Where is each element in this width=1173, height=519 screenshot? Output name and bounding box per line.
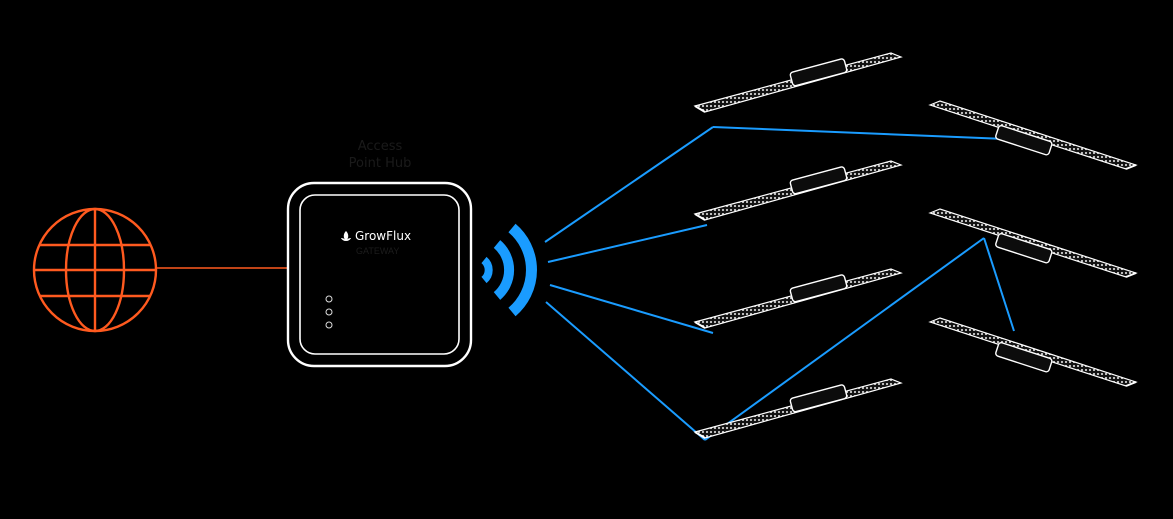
leaf-logo-icon — [341, 231, 351, 241]
light-fixtures — [693, 52, 1138, 439]
light-fixture — [928, 317, 1138, 387]
wireless-mesh-label: Wireless Mesh — [530, 150, 622, 186]
gateway-caption: Access Point Hub — [320, 138, 440, 172]
gateway-hub — [286, 181, 473, 368]
mesh-label-line1: Wireless — [546, 151, 606, 167]
hub-brand: GrowFlux — [340, 229, 450, 243]
fixture-driver-box — [789, 274, 848, 303]
light-fixture — [693, 268, 903, 329]
fixture-driver-box — [789, 384, 848, 413]
mesh-link — [544, 126, 714, 243]
fixture-driver-box — [789, 58, 848, 87]
light-fixture — [928, 208, 1138, 278]
status-led-1 — [325, 295, 333, 303]
light-fixture — [928, 100, 1138, 170]
mesh-link — [549, 284, 714, 334]
light-fixture — [693, 160, 903, 221]
internet-label: Internet — [67, 179, 123, 195]
light-fixture — [693, 378, 903, 439]
fixture-driver-box — [995, 125, 1053, 156]
gateway-caption-line2: Point Hub — [348, 156, 412, 171]
mesh-link — [704, 237, 985, 441]
hub-brand-text: GrowFlux — [355, 229, 412, 243]
status-led-3 — [325, 321, 333, 329]
light-fixture — [693, 52, 903, 113]
mesh-links — [544, 126, 1015, 441]
fixture-driver-box — [789, 166, 848, 195]
fixture-driver-box — [995, 342, 1053, 373]
globe-icon — [32, 207, 158, 333]
hub-sub-text: GATEWAY — [356, 246, 400, 256]
mesh-link — [545, 301, 706, 441]
mesh-link — [712, 126, 1007, 140]
fixture-driver-box — [995, 233, 1053, 264]
mesh-link — [983, 237, 1015, 332]
mesh-link — [547, 224, 708, 263]
wifi-broadcast-icon — [481, 223, 537, 317]
mesh-label-line2: Mesh — [557, 169, 595, 185]
gateway-caption-line1: Access — [357, 139, 403, 154]
status-led-2 — [325, 308, 333, 316]
